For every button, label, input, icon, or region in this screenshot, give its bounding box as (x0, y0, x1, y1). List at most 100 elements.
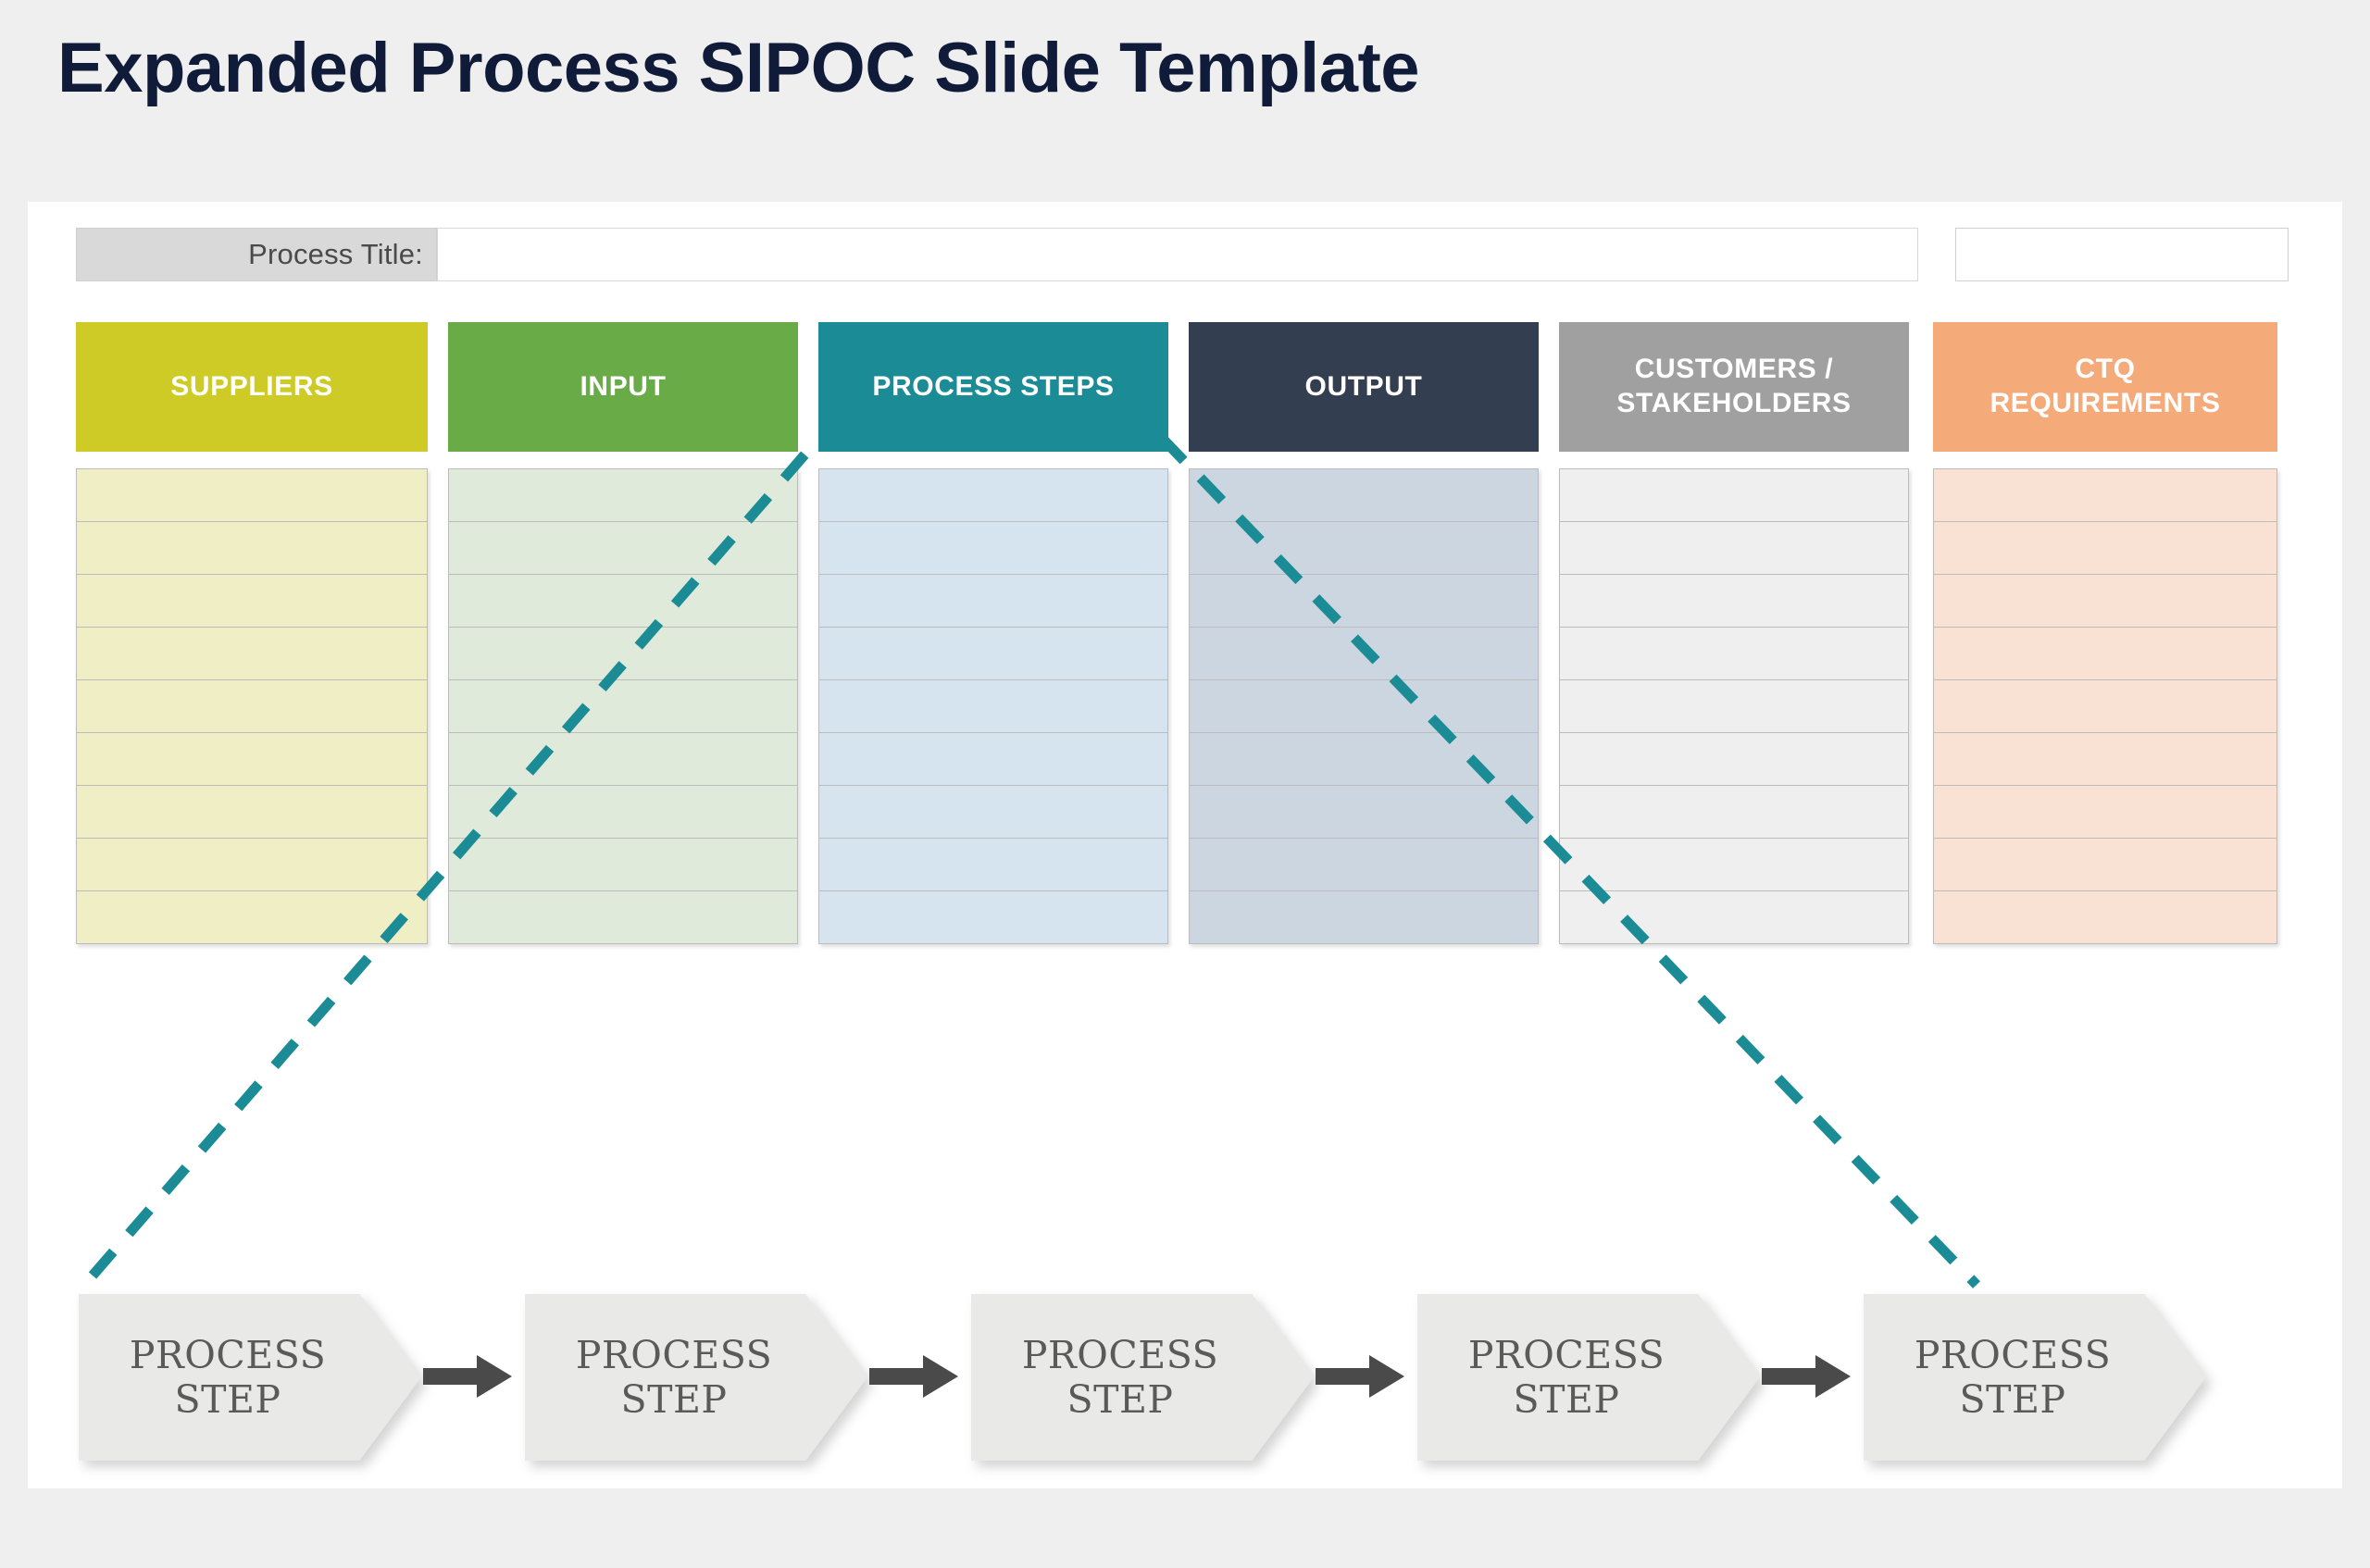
sipoc-column-customers-stakeholders: CUSTOMERS /STAKEHOLDERS (1559, 322, 1909, 944)
cell-process-steps-3[interactable] (819, 575, 1167, 628)
cell-customers-stakeholders-5[interactable] (1560, 680, 1908, 733)
cell-ctq-requirements-7[interactable] (1934, 786, 2276, 839)
cell-output-5[interactable] (1190, 680, 1538, 733)
cell-ctq-requirements-6[interactable] (1934, 733, 2276, 786)
cell-output-6[interactable] (1190, 733, 1538, 786)
cell-ctq-requirements-4[interactable] (1934, 628, 2276, 680)
cell-suppliers-3[interactable] (77, 575, 427, 628)
process-step-label-line2-5: STEP (1959, 1377, 2066, 1422)
cell-customers-stakeholders-1[interactable] (1560, 469, 1908, 522)
column-body-output (1189, 468, 1539, 944)
column-body-customers-stakeholders (1559, 468, 1909, 944)
column-header-text-customers-stakeholders: CUSTOMERS /STAKEHOLDERS (1616, 353, 1851, 420)
cell-process-steps-1[interactable] (819, 469, 1167, 522)
cell-input-5[interactable] (449, 680, 797, 733)
cell-suppliers-4[interactable] (77, 628, 427, 680)
cell-customers-stakeholders-4[interactable] (1560, 628, 1908, 680)
cell-process-steps-2[interactable] (819, 522, 1167, 575)
cell-suppliers-6[interactable] (77, 733, 427, 786)
cell-ctq-requirements-2[interactable] (1934, 522, 2276, 575)
cell-ctq-requirements-5[interactable] (1934, 680, 2276, 733)
process-title-extra-field[interactable] (1955, 228, 2289, 281)
cell-input-6[interactable] (449, 733, 797, 786)
cell-output-9[interactable] (1190, 891, 1538, 944)
column-body-input (448, 468, 798, 944)
process-title-label: Process Title: (76, 228, 437, 281)
process-step-label-line2-1: STEP (174, 1377, 281, 1422)
column-body-suppliers (76, 468, 428, 944)
cell-output-2[interactable] (1190, 522, 1538, 575)
flow-arrow-1 (423, 1355, 512, 1398)
cell-process-steps-6[interactable] (819, 733, 1167, 786)
cell-output-1[interactable] (1190, 469, 1538, 522)
column-header-input: INPUT (448, 322, 798, 452)
process-step-label-line2-3: STEP (1066, 1377, 1174, 1422)
cell-ctq-requirements-8[interactable] (1934, 839, 2276, 891)
cell-process-steps-9[interactable] (819, 891, 1167, 944)
cell-output-3[interactable] (1190, 575, 1538, 628)
page-title: Expanded Process SIPOC Slide Template (57, 29, 1420, 107)
sipoc-column-suppliers: SUPPLIERS (76, 322, 428, 944)
cell-process-steps-5[interactable] (819, 680, 1167, 733)
cell-customers-stakeholders-8[interactable] (1560, 839, 1908, 891)
process-step-label-line2-2: STEP (620, 1377, 728, 1422)
cell-input-9[interactable] (449, 891, 797, 944)
cell-process-steps-7[interactable] (819, 786, 1167, 839)
cell-suppliers-5[interactable] (77, 680, 427, 733)
cell-input-7[interactable] (449, 786, 797, 839)
process-step-label-line1-3: PROCESS (1021, 1332, 1219, 1377)
cell-customers-stakeholders-2[interactable] (1560, 522, 1908, 575)
cell-suppliers-1[interactable] (77, 469, 427, 522)
cell-process-steps-4[interactable] (819, 628, 1167, 680)
cell-output-4[interactable] (1190, 628, 1538, 680)
column-header-suppliers: SUPPLIERS (76, 322, 428, 452)
flow-arrow-2 (869, 1355, 958, 1398)
cell-input-2[interactable] (449, 522, 797, 575)
cell-customers-stakeholders-9[interactable] (1560, 891, 1908, 944)
cell-input-1[interactable] (449, 469, 797, 522)
column-header-process-steps: PROCESS STEPS (818, 322, 1168, 452)
cell-input-8[interactable] (449, 839, 797, 891)
column-header-output: OUTPUT (1189, 322, 1539, 452)
cell-customers-stakeholders-6[interactable] (1560, 733, 1908, 786)
cell-customers-stakeholders-7[interactable] (1560, 786, 1908, 839)
sipoc-column-input: INPUT (448, 322, 798, 944)
cell-ctq-requirements-3[interactable] (1934, 575, 2276, 628)
cell-output-8[interactable] (1190, 839, 1538, 891)
column-body-ctq-requirements (1933, 468, 2277, 944)
cell-input-4[interactable] (449, 628, 797, 680)
cell-ctq-requirements-9[interactable] (1934, 891, 2276, 944)
cell-suppliers-8[interactable] (77, 839, 427, 891)
process-title-input[interactable] (437, 228, 1918, 281)
cell-suppliers-9[interactable] (77, 891, 427, 944)
column-header-line1-ctq-requirements: CTQ (2075, 354, 2136, 385)
column-body-process-steps (818, 468, 1168, 944)
cell-input-3[interactable] (449, 575, 797, 628)
cell-suppliers-7[interactable] (77, 786, 427, 839)
cell-suppliers-2[interactable] (77, 522, 427, 575)
cell-output-7[interactable] (1190, 786, 1538, 839)
column-header-line2-ctq-requirements: REQUIREMENTS (1990, 388, 2221, 418)
sipoc-column-process-steps: PROCESS STEPS (818, 322, 1168, 944)
cell-ctq-requirements-1[interactable] (1934, 469, 2276, 522)
cell-process-steps-8[interactable] (819, 839, 1167, 891)
process-step-label-line1-5: PROCESS (1914, 1332, 2112, 1377)
column-header-line1-customers-stakeholders: CUSTOMERS / (1634, 354, 1834, 385)
cell-customers-stakeholders-3[interactable] (1560, 575, 1908, 628)
